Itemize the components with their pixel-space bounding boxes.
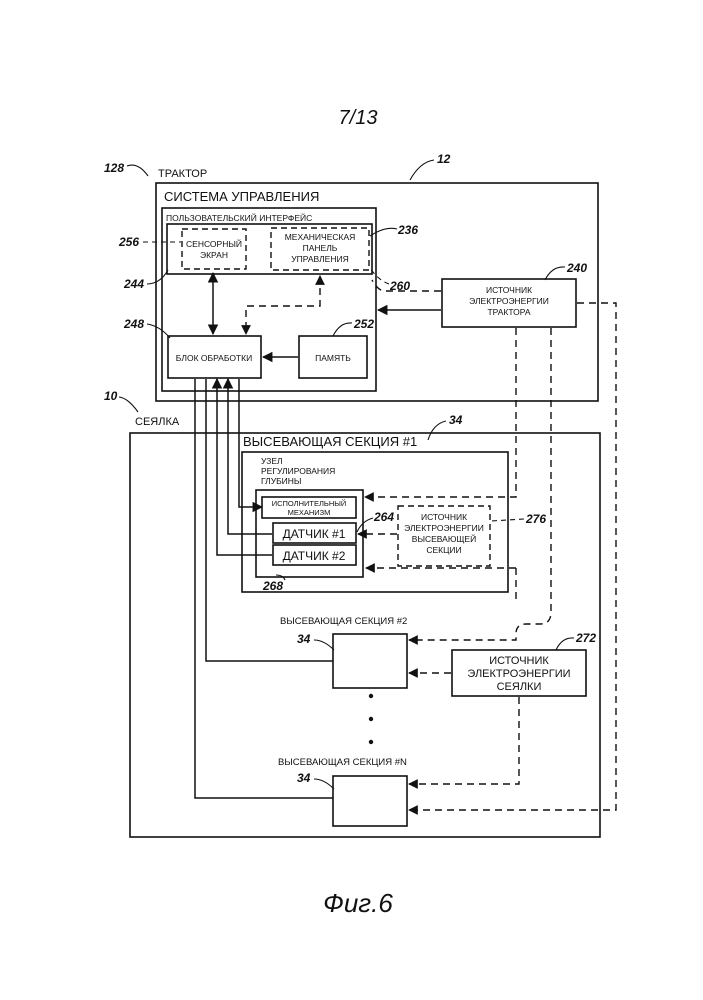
sensor-2-label: ДАТЧИК #2	[283, 549, 346, 563]
lead-34-c	[314, 779, 334, 789]
mech-panel-line2: ПАНЕЛЬ	[303, 243, 338, 253]
ref-236: 236	[397, 223, 418, 237]
page-number: 7/13	[339, 107, 378, 129]
ref-34-a: 34	[449, 413, 463, 427]
ref-34-c: 34	[297, 771, 311, 785]
ref-264: 264	[373, 510, 394, 524]
ref-248: 248	[123, 317, 144, 331]
ellipsis-dot-1	[369, 694, 373, 698]
ref-268: 268	[262, 579, 283, 593]
mechpanel-processing-link	[246, 276, 320, 334]
ref-256: 256	[118, 235, 139, 249]
power-tractor-rowunit2	[409, 328, 551, 640]
planter-label: СЕЯЛКА	[135, 416, 180, 428]
sensor-1-label: ДАТЧИК #1	[283, 527, 346, 541]
ref-252: 252	[353, 317, 374, 331]
ref-12: 12	[437, 152, 451, 166]
ref-240: 240	[566, 261, 587, 275]
row-power-line3: ВЫСЕВАЮЩЕЙ	[412, 533, 476, 544]
actuator-line1: ИСПОЛНИТЕЛЬНЫЙ	[272, 499, 347, 508]
tractor-power-line1: ИСТОЧНИК	[486, 285, 532, 295]
lead-248	[147, 324, 170, 338]
row-unit-2-box	[333, 634, 407, 688]
row-power-line4: СЕКЦИИ	[426, 545, 461, 555]
lead-264	[357, 518, 373, 532]
lead-252	[333, 323, 352, 336]
ellipsis-dot-3	[369, 740, 373, 744]
row-unit-1-label: ВЫСЕВАЮЩАЯ СЕКЦИЯ #1	[243, 434, 417, 449]
power-tractor-actuator	[365, 328, 516, 497]
row-power-line1: ИСТОЧНИК	[421, 512, 467, 522]
lead-12	[410, 160, 434, 180]
tractor-power-line2: ЭЛЕКТРОЭНЕРГИИ	[469, 296, 549, 306]
ref-34-b: 34	[297, 632, 311, 646]
row-unit-2-label: ВЫСЕВАЮЩАЯ СЕКЦИЯ #2	[280, 616, 407, 627]
ref-128: 128	[104, 161, 124, 175]
ref-272: 272	[575, 631, 596, 645]
power-tractor-outer	[409, 303, 616, 810]
touch-screen-line1: СЕНСОРНЫЙ	[186, 238, 242, 249]
planter-power-line1: ИСТОЧНИК	[489, 655, 549, 667]
lead-34-a	[428, 421, 446, 440]
tractor-power-line3: ТРАКТОРА	[487, 307, 530, 317]
control-system-label: СИСТЕМА УПРАВЛЕНИЯ	[164, 189, 319, 204]
actuator-line2: МЕХАНИЗМ	[288, 508, 331, 517]
ref-10: 10	[104, 389, 118, 403]
depth-control-line3: ГЛУБИНЫ	[261, 476, 301, 486]
row-unit-n-box	[333, 776, 407, 826]
depth-control-line2: РЕГУЛИРОВАНИЯ	[261, 466, 335, 476]
user-interface-label: ПОЛЬЗОВАТЕЛЬСКИЙ ИНТЕРФЕЙС	[166, 212, 312, 223]
lead-34-b	[314, 640, 334, 650]
planter-power-line2: ЭЛЕКТРОЭНЕРГИИ	[467, 668, 570, 680]
touch-screen-line2: ЭКРАН	[200, 250, 228, 260]
ref-244: 244	[123, 277, 144, 291]
figure-caption: Фиг.6	[323, 888, 393, 918]
lead-240	[545, 267, 565, 280]
memory-label: ПАМЯТЬ	[315, 353, 351, 363]
lead-236	[370, 228, 397, 236]
power-planter-rowunitn	[409, 697, 519, 784]
lead-244	[147, 270, 168, 284]
row-unit-n-label: ВЫСЕВАЮЩАЯ СЕКЦИЯ #N	[278, 757, 407, 768]
depth-control-line1: УЗЕЛ	[261, 456, 283, 466]
lead-10	[119, 397, 138, 412]
mech-panel-line3: УПРАВЛЕНИЯ	[291, 254, 349, 264]
ref-276: 276	[525, 512, 546, 526]
processing-unit-label: БЛОК ОБРАБОТКИ	[176, 353, 252, 363]
ellipsis-dot-2	[369, 717, 373, 721]
mech-panel-line1: МЕХАНИЧЕСКАЯ	[285, 232, 356, 242]
lead-272	[556, 638, 574, 650]
planter-power-line3: СЕЯЛКИ	[497, 681, 542, 693]
touch-screen-box	[182, 229, 246, 269]
row-power-line2: ЭЛЕКТРОЭНЕРГИИ	[404, 523, 484, 533]
tractor-label: ТРАКТОР	[158, 168, 207, 180]
lead-128	[127, 165, 148, 176]
